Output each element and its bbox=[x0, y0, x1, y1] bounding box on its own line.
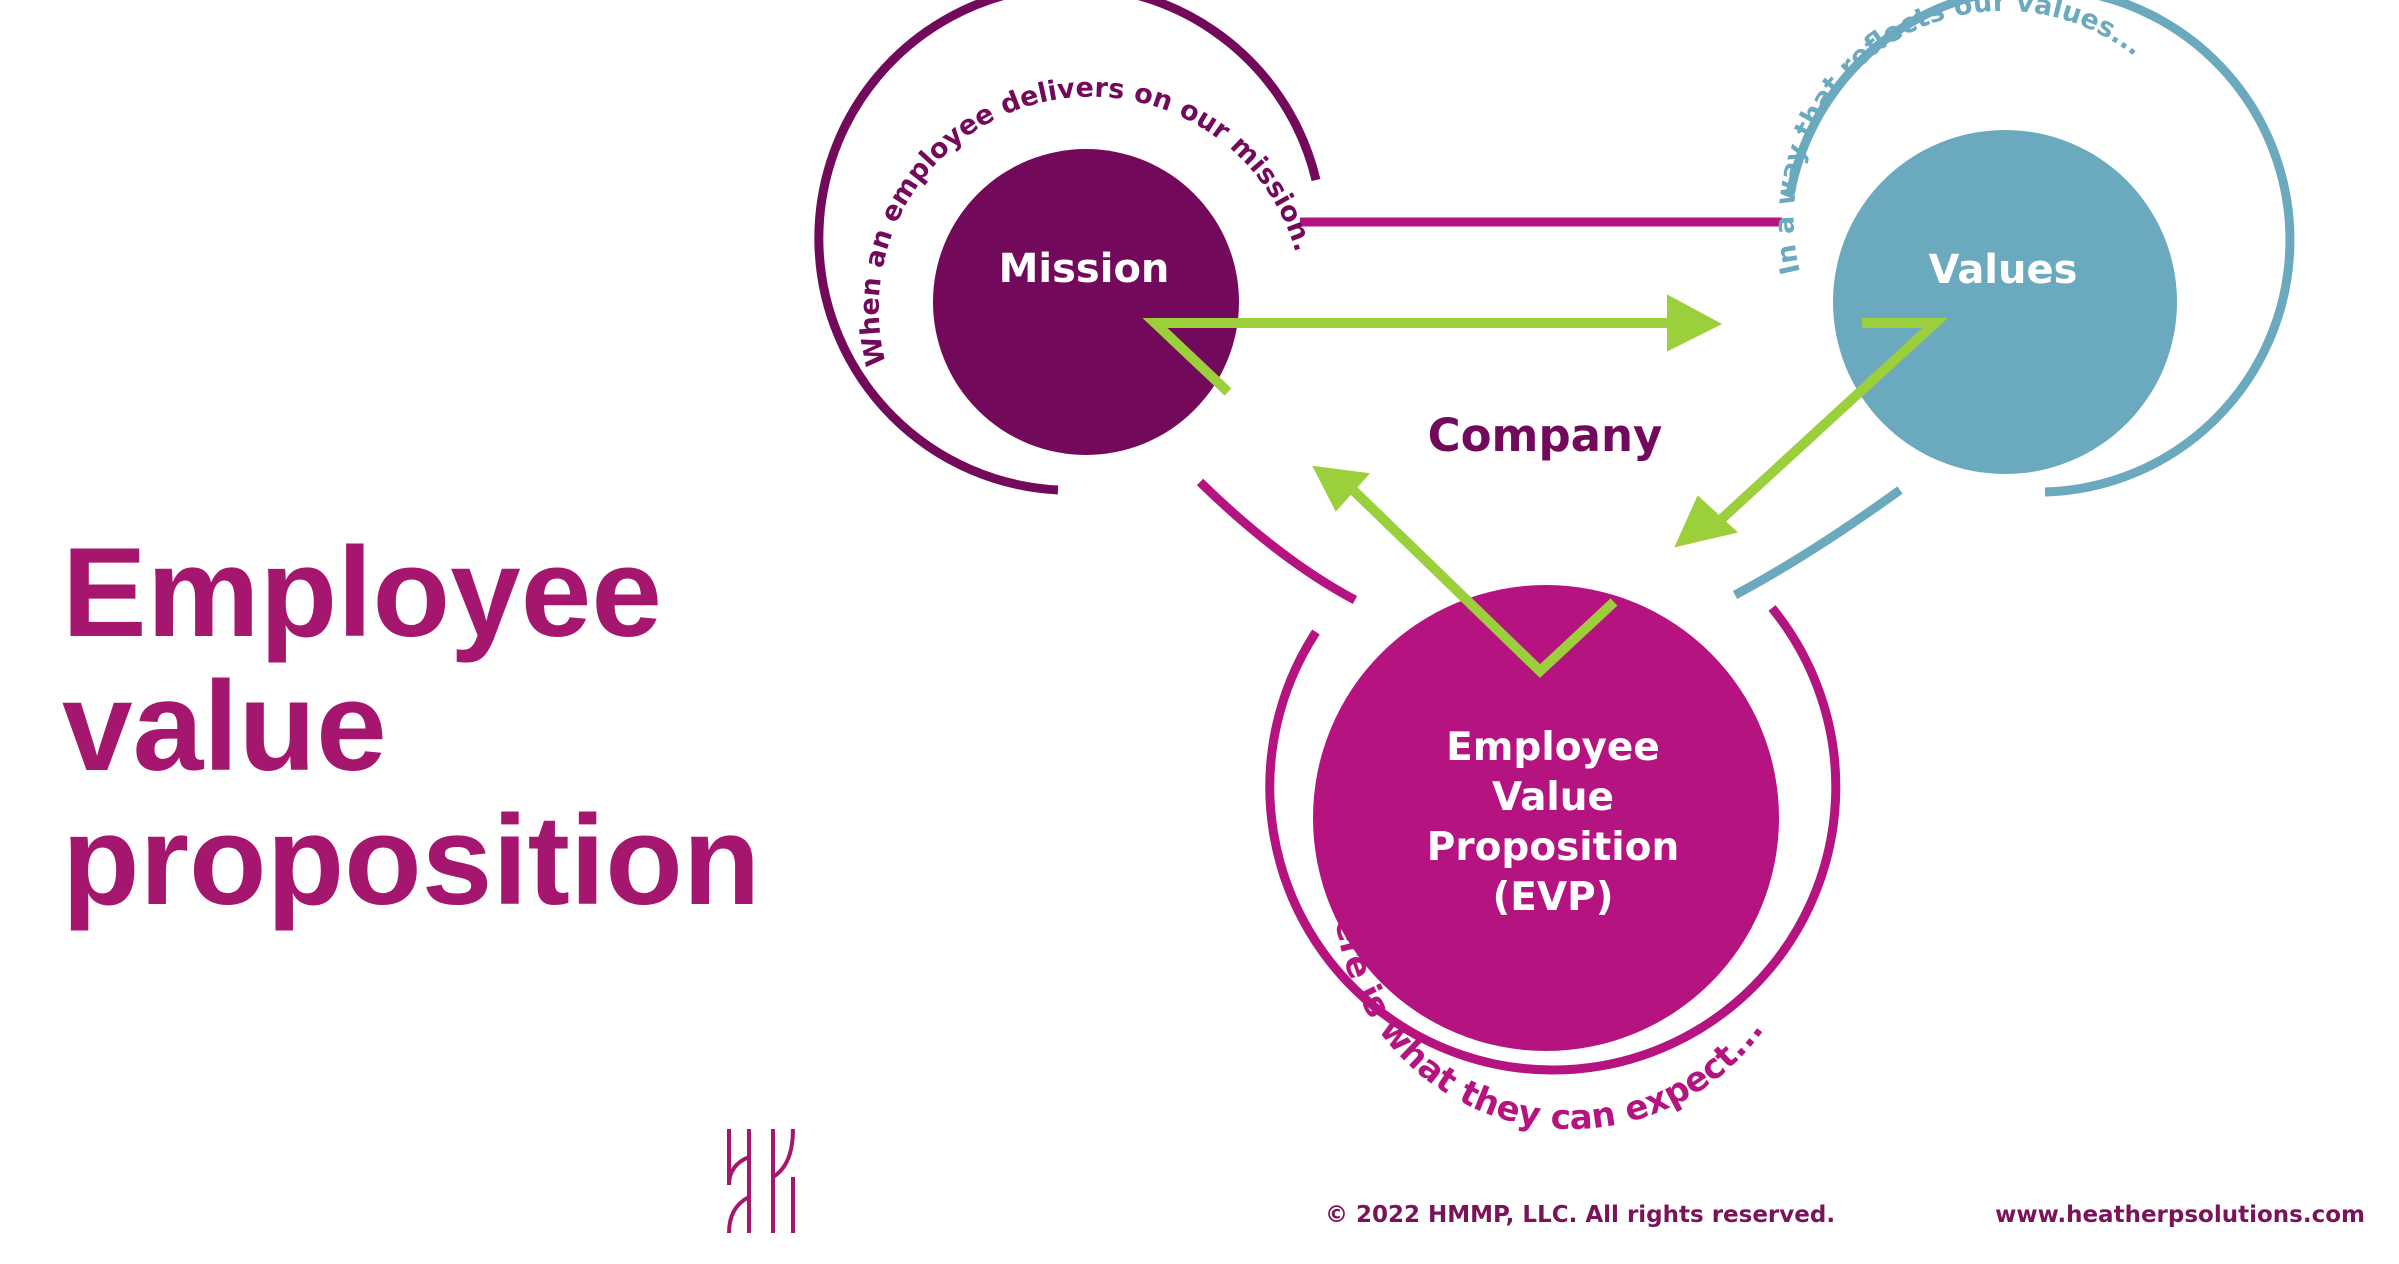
title-line-2: value bbox=[62, 655, 387, 797]
title-line-3: proposition bbox=[62, 789, 761, 931]
evp-circle bbox=[1313, 585, 1779, 1051]
slide-title: Employee value proposition bbox=[62, 525, 760, 927]
title-line-1: Employee bbox=[62, 521, 662, 663]
values-to-evp-arrowhead bbox=[1674, 495, 1739, 548]
evp-to-mission-arrowhead bbox=[1312, 465, 1371, 512]
values-evp-band bbox=[1732, 486, 1903, 599]
mission-evp-band bbox=[1196, 478, 1358, 604]
evp-ring bbox=[1265, 605, 1841, 1075]
mission-to-values-arrowhead bbox=[1667, 294, 1723, 352]
hmmp-h-logo-icon bbox=[727, 1128, 795, 1234]
values-circle bbox=[1833, 130, 2177, 474]
website-link[interactable]: www.heatherpsolutions.com bbox=[1995, 1202, 2365, 1228]
evp-to-mission-arrow bbox=[1349, 486, 1618, 678]
evp-label-line-3: Proposition bbox=[1427, 825, 1679, 870]
values-to-evp-arrow bbox=[1711, 318, 1948, 529]
evp-label: Employee Value Proposition (EVP) bbox=[1427, 725, 1679, 920]
evp-label-line-4: (EVP) bbox=[1492, 875, 1613, 920]
evp-label-line-1: Employee bbox=[1446, 725, 1660, 770]
values-label: Values bbox=[1929, 247, 2078, 293]
cycle-arrows bbox=[1142, 294, 1948, 678]
copyright-text: © 2022 HMMP, LLC. All rights reserved. bbox=[1325, 1202, 1836, 1228]
mission-circle bbox=[933, 149, 1239, 455]
mission-ring bbox=[814, 0, 1321, 495]
mission-to-values-arrow bbox=[1142, 318, 1672, 396]
mission-label: Mission bbox=[999, 246, 1170, 292]
company-label: Company bbox=[1428, 409, 1663, 462]
values-ring bbox=[1785, 0, 2295, 497]
evp-label-line-2: Value bbox=[1492, 775, 1614, 820]
